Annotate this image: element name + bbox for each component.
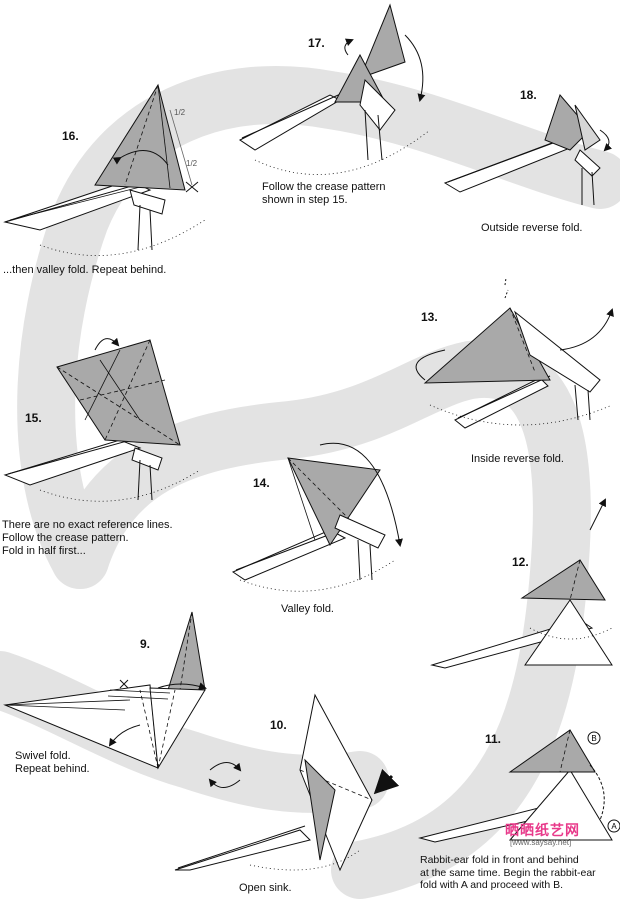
step-17-caption: Follow the crease pattern shown in step … bbox=[262, 181, 386, 206]
step-16-number: 16. bbox=[62, 129, 79, 143]
step-17-diagram bbox=[239, 3, 431, 175]
step-11-caption: Rabbit-ear fold in front and behind at t… bbox=[420, 854, 596, 891]
step-12-diagram bbox=[430, 498, 613, 669]
step-9-caption: Swivel fold. Repeat behind. bbox=[15, 750, 90, 775]
step-18-diagram bbox=[443, 94, 613, 206]
watermark-url: [www.saysay.net] bbox=[510, 838, 572, 847]
step-16-caption: ...then valley fold. Repeat behind. bbox=[3, 264, 167, 276]
step-18-caption: Outside reverse fold. bbox=[481, 222, 583, 234]
step-16-mark-2: 1/2 bbox=[186, 159, 198, 168]
step-16-diagram bbox=[3, 83, 206, 256]
step-15-number: 15. bbox=[25, 411, 42, 425]
step-14-caption: Valley fold. bbox=[281, 603, 334, 615]
step-14-number: 14. bbox=[253, 476, 270, 490]
step-15-caption: There are no exact reference lines. Foll… bbox=[2, 519, 173, 557]
step-11-number: 11. bbox=[485, 732, 502, 746]
step-13-caption: Inside reverse fold. bbox=[471, 453, 564, 465]
step-18-number: 18. bbox=[520, 88, 537, 102]
step-14-diagram bbox=[231, 442, 403, 592]
step-17-number: 17. bbox=[308, 36, 325, 50]
watermark-logo: 晒晒纸艺网 bbox=[505, 822, 580, 838]
step-13-number: 13. bbox=[421, 310, 438, 324]
step-12-number: 12. bbox=[512, 555, 529, 569]
step-10-caption: Open sink. bbox=[239, 882, 292, 894]
label-b: B bbox=[591, 734, 596, 743]
step-16-mark-1: 1/2 bbox=[174, 108, 186, 117]
step-10-diagram bbox=[174, 693, 400, 872]
step-10-number: 10. bbox=[270, 718, 287, 732]
label-a: A bbox=[611, 822, 617, 831]
step-9-diagram bbox=[3, 611, 207, 770]
step-13-diagram bbox=[415, 277, 614, 429]
step-9-number: 9. bbox=[140, 637, 151, 651]
step-15-diagram bbox=[3, 337, 201, 502]
step-11-diagram bbox=[418, 729, 620, 843]
